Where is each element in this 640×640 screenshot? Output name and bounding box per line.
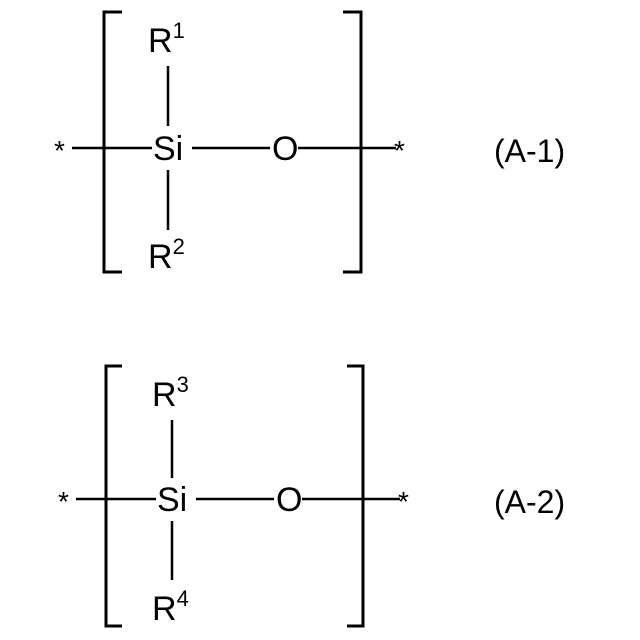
formula-a1: * R1 Si O * R2 (A-1): [54, 12, 565, 276]
left-bracket: [106, 366, 122, 626]
left-bracket: [104, 12, 122, 272]
end-right-asterisk: *: [394, 135, 405, 166]
central-atom: Si: [153, 130, 183, 168]
lower-substituent: R2: [148, 234, 185, 276]
formula-a2: * R3 Si O * R4 (A-2): [58, 366, 565, 628]
upper-substituent: R1: [148, 18, 185, 60]
linker-atom: O: [272, 130, 298, 168]
linker-atom: O: [276, 481, 302, 519]
upper-substituent: R3: [152, 372, 189, 414]
right-bracket: [347, 366, 363, 626]
formula-label: (A-2): [494, 484, 565, 520]
end-left-asterisk: *: [54, 135, 65, 166]
formula-label: (A-1): [494, 133, 565, 169]
lower-substituent: R4: [152, 586, 189, 628]
end-left-asterisk: *: [58, 486, 69, 517]
end-right-asterisk: *: [398, 486, 409, 517]
right-bracket: [343, 12, 361, 272]
central-atom: Si: [157, 481, 187, 519]
